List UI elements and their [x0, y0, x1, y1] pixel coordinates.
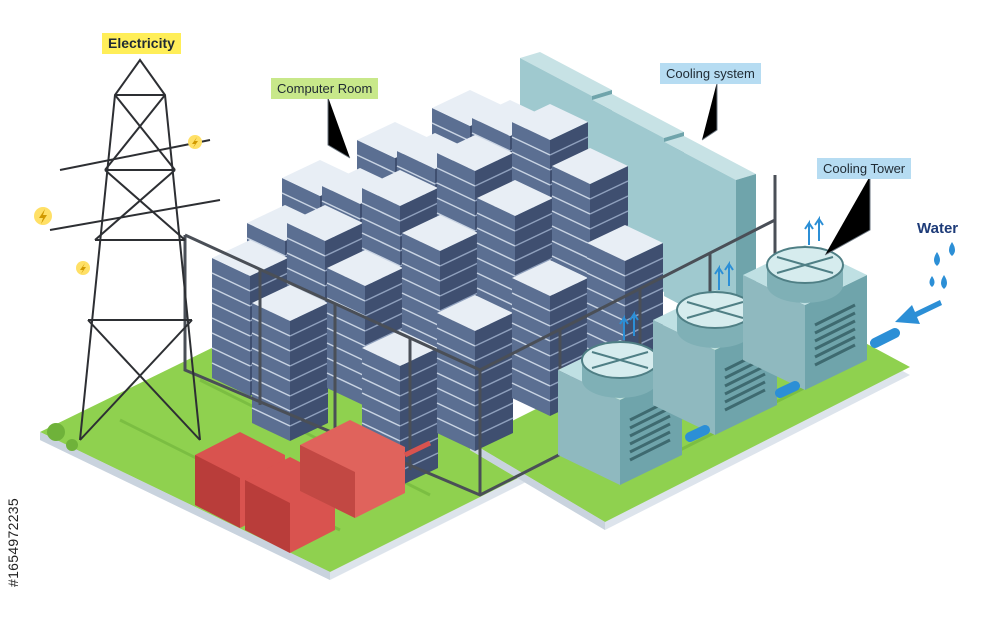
bushes: [47, 423, 78, 451]
server-rack: [511, 260, 589, 416]
computer-room-label: Computer Room: [271, 78, 379, 99]
cooling-towers: [558, 215, 867, 485]
server-racks: [211, 90, 664, 486]
cooling-tower: [743, 215, 867, 390]
cooling-system-label: Cooling system: [660, 63, 761, 84]
water-drop-icon: [929, 242, 955, 289]
power-pylon: [49, 58, 221, 441]
server-rack: [436, 295, 514, 451]
water-label: Water: [917, 220, 959, 237]
lightning-icon: [34, 135, 202, 275]
water-pipes: [685, 328, 900, 442]
electricity-label: Electricity: [102, 33, 181, 54]
server-rack: [251, 285, 329, 441]
cooling-tower-label: Cooling Tower: [817, 158, 912, 179]
transformers: [195, 420, 432, 553]
arrow-icon: [804, 215, 824, 245]
arrow-icon: [619, 310, 639, 340]
cooling-tower: [558, 310, 682, 485]
arrow-icon: [895, 300, 942, 324]
side-text: #1654972235: [5, 498, 21, 587]
arrow-icon: [714, 260, 734, 290]
leader-lines: [327, 82, 871, 256]
